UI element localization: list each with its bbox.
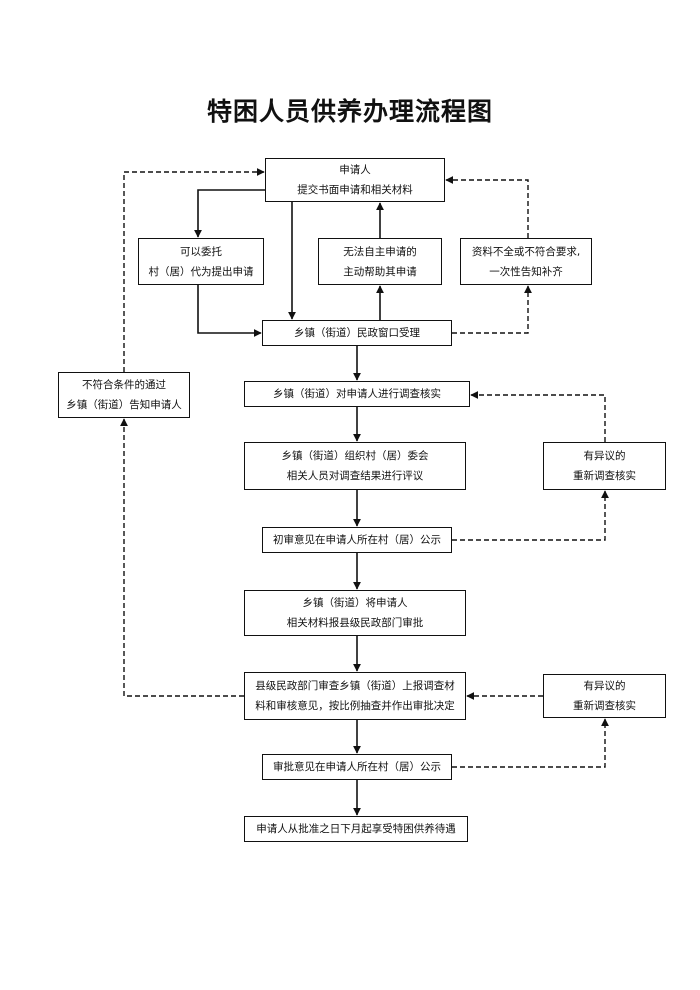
box-review: 乡镇（街道）组织村（居）委会 相关人员对调查结果进行评议 xyxy=(244,442,466,490)
box-objection-2-line2: 重新调查核实 xyxy=(573,700,636,712)
dashed-arrow-window-to-incomplete xyxy=(452,285,532,334)
page-title: 特困人员供养办理流程图 xyxy=(206,97,493,126)
dashed-arrow-county-to-reject xyxy=(120,418,244,697)
box-benefit: 申请人从批准之日下月起享受特困供养待遇 xyxy=(244,816,468,842)
dashed-arrow-incomplete-to-applicant xyxy=(445,176,529,238)
box-prelim-notice-line1: 初审意见在申请人所在村（居）公示 xyxy=(273,534,441,546)
box-reject: 不符合条件的通过 乡镇（街道）告知申请人 xyxy=(58,372,190,418)
dashed-arrow-objection1-to-investigate xyxy=(470,391,606,442)
box-objection-1-line2: 重新调查核实 xyxy=(573,470,636,482)
arrow-applicant-to-entrust xyxy=(194,189,265,238)
box-entrust-line1: 可以委托 xyxy=(180,245,222,258)
box-review-line1: 乡镇（街道）组织村（居）委会 xyxy=(281,450,429,462)
arrow-entrust-to-window xyxy=(197,285,262,337)
box-reject-line2: 乡镇（街道）告知申请人 xyxy=(66,399,182,411)
box-county: 县级民政部门审查乡镇（街道）上报调查材 料和审核意见，按比例抽查并作出审批决定 xyxy=(244,672,466,720)
box-investigate-line1: 乡镇（街道）对申请人进行调查核实 xyxy=(273,388,441,400)
box-incomplete-line2: 一次性告知补齐 xyxy=(489,265,563,278)
box-county-line1: 县级民政部门审查乡镇（街道）上报调查材 xyxy=(255,680,455,692)
box-applicant-line2: 提交书面申请和相关材料 xyxy=(297,184,413,196)
box-assist: 无法自主申请的 主动帮助其申请 xyxy=(318,238,442,285)
box-objection-1: 有异议的 重新调查核实 xyxy=(543,442,666,490)
box-assist-line1: 无法自主申请的 xyxy=(343,245,417,258)
box-objection-1-line1: 有异议的 xyxy=(583,450,626,462)
box-window-line1: 乡镇（街道）民政窗口受理 xyxy=(294,327,420,339)
box-benefit-line1: 申请人从批准之日下月起享受特困供养待遇 xyxy=(256,823,456,835)
box-submit-line1: 乡镇（街道）将申请人 xyxy=(302,597,408,609)
box-submit-line2: 相关材料报县级民政部门审批 xyxy=(286,617,424,629)
box-objection-2-line1: 有异议的 xyxy=(583,680,626,692)
box-approval-notice: 审批意见在申请人所在村（居）公示 xyxy=(262,754,452,780)
dashed-arrow-reject-to-applicant xyxy=(123,168,265,372)
box-window: 乡镇（街道）民政窗口受理 xyxy=(262,320,452,346)
box-incomplete-line1: 资料不全或不符合要求, xyxy=(471,245,581,258)
box-submit: 乡镇（街道）将申请人 相关材料报县级民政部门审批 xyxy=(244,590,466,636)
box-objection-2: 有异议的 重新调查核实 xyxy=(543,674,666,718)
box-assist-line2: 主动帮助其申请 xyxy=(343,265,417,278)
box-reject-line1: 不符合条件的通过 xyxy=(82,379,166,391)
box-applicant-line1: 申请人 xyxy=(339,164,371,176)
box-applicant: 申请人 提交书面申请和相关材料 xyxy=(265,158,445,202)
box-county-line2: 料和审核意见，按比例抽查并作出审批决定 xyxy=(255,700,455,712)
box-incomplete: 资料不全或不符合要求, 一次性告知补齐 xyxy=(460,238,592,285)
box-prelim-notice: 初审意见在申请人所在村（居）公示 xyxy=(262,527,452,553)
box-approval-notice-line1: 审批意见在申请人所在村（居）公示 xyxy=(273,761,441,773)
box-entrust-line2: 村（居）代为提出申请 xyxy=(148,265,254,278)
dashed-arrow-prelim-notice-to-objection1 xyxy=(452,490,609,541)
box-review-line2: 相关人员对调查结果进行评议 xyxy=(286,470,424,482)
box-entrust: 可以委托 村（居）代为提出申请 xyxy=(138,238,264,285)
dashed-arrow-approval-notice-to-objection2 xyxy=(452,718,609,768)
box-investigate: 乡镇（街道）对申请人进行调查核实 xyxy=(244,381,470,407)
